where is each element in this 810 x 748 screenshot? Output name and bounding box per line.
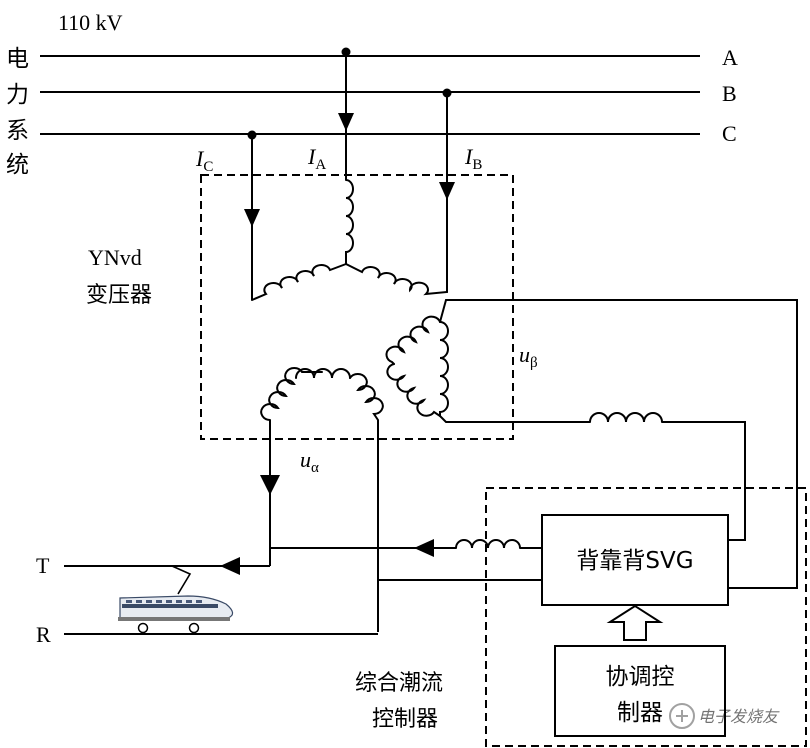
coil-beta-left-top [385,315,441,365]
arrow-t-flow [220,557,240,575]
coil-b [345,263,448,296]
beta-to-svg [662,421,746,541]
arrow-ia [338,113,354,131]
phase-b-label: B [722,81,737,106]
voltage-beta: uβ [519,342,538,371]
phase-c-label: C [722,121,737,146]
transformer-boundary [200,174,514,440]
current-ic: IC [195,146,213,175]
coil-alpha-right [349,373,384,421]
coil-c [251,263,347,301]
arrow-ic [244,209,260,227]
beta-top-lead [439,299,798,589]
grid-label-char: 统 [6,152,29,178]
beta-series-reactor [589,412,663,423]
coil-alpha-left [260,367,323,421]
controller-label-line1: 综合潮流 [355,671,443,696]
arrow-ualpha [260,475,280,495]
grid-label-char: 系 [6,118,29,144]
coordinator-box [554,645,726,737]
grid-label-char: 力 [6,82,29,108]
grid-label-char: 电 [6,46,29,72]
transformer-type: YNvd [88,245,142,270]
beta-bottom-lead [439,415,590,423]
secondary-beta-winding [385,299,798,589]
transformer-name: 变压器 [86,283,152,308]
rail-r-label: R [36,622,51,647]
secondary-alpha-winding [260,367,384,632]
coordinator-line1: 协调控 [606,664,675,690]
phase-a-label: A [722,45,738,70]
primary-star-winding [251,179,448,301]
coil-a [345,179,354,265]
arrow-ib [439,182,455,200]
svg-text:电子发烧友: 电子发烧友 [698,707,780,726]
voltage-label: 110 kV [58,10,123,35]
controller-boundary [485,487,807,747]
control-arrow [606,604,664,641]
coil-alpha-top [295,368,351,379]
rail-t-label: T [36,553,50,578]
coordinator-line2: 制器 [617,700,663,726]
coil-beta-right [439,321,449,417]
alpha-series-reactor [455,539,521,549]
voltage-alpha: uα [300,447,319,476]
arrow-svg-output [414,539,434,557]
watermark: 电子发烧友 [669,703,780,729]
train-icon [118,565,234,634]
grid-label: 电 力 系 统 [6,46,29,178]
current-ia: IA [307,144,326,173]
controller-label-line2: 控制器 [372,707,438,732]
coil-beta-left-bottom [386,363,441,417]
svg-box-label: 背靠背SVG [576,548,693,574]
current-ib: IB [464,144,482,173]
